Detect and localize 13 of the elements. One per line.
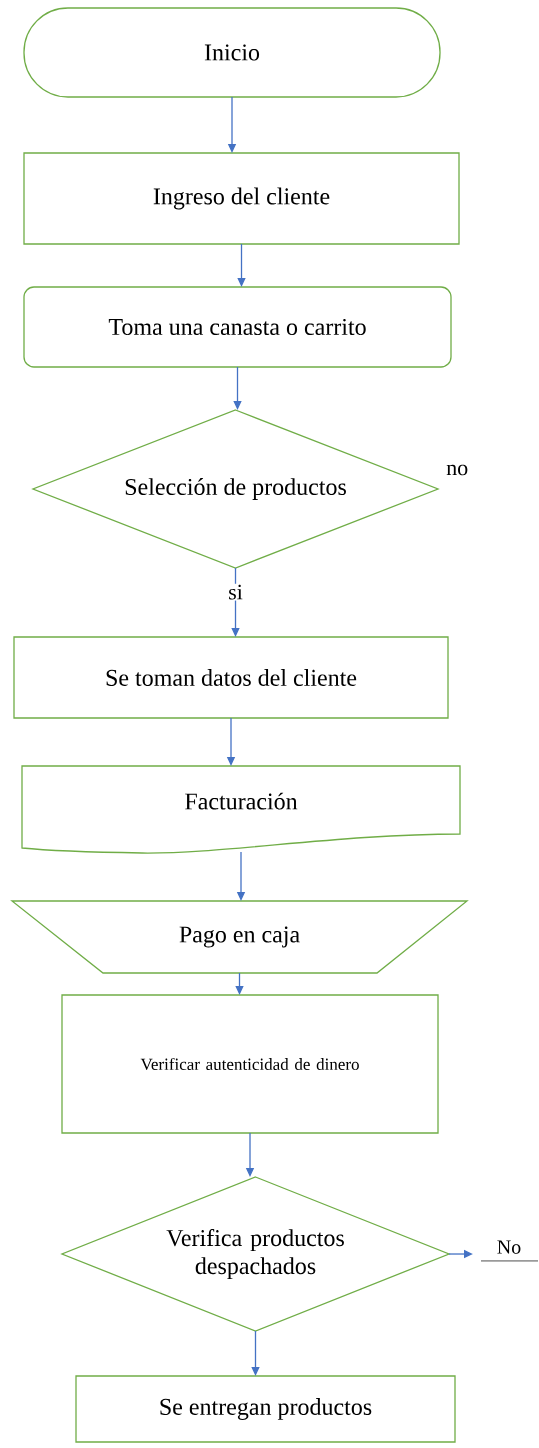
process-box: Verificar autenticidad de dinero bbox=[61, 994, 439, 1134]
arrow bbox=[235, 972, 244, 995]
process-box: Se toman datos del cliente bbox=[13, 636, 449, 719]
branch-label: No bbox=[497, 1240, 521, 1254]
process-box: Se entregan productos bbox=[75, 1375, 456, 1443]
start-terminal: Inicio bbox=[23, 7, 441, 98]
arrow bbox=[231, 567, 240, 637]
arrow bbox=[237, 243, 246, 287]
edge-label: si bbox=[227, 583, 244, 601]
arrow bbox=[251, 1330, 260, 1376]
process-box: Ingreso del cliente bbox=[23, 152, 460, 245]
arrow bbox=[233, 366, 242, 410]
process-box: Toma una canasta o carrito bbox=[23, 286, 452, 368]
